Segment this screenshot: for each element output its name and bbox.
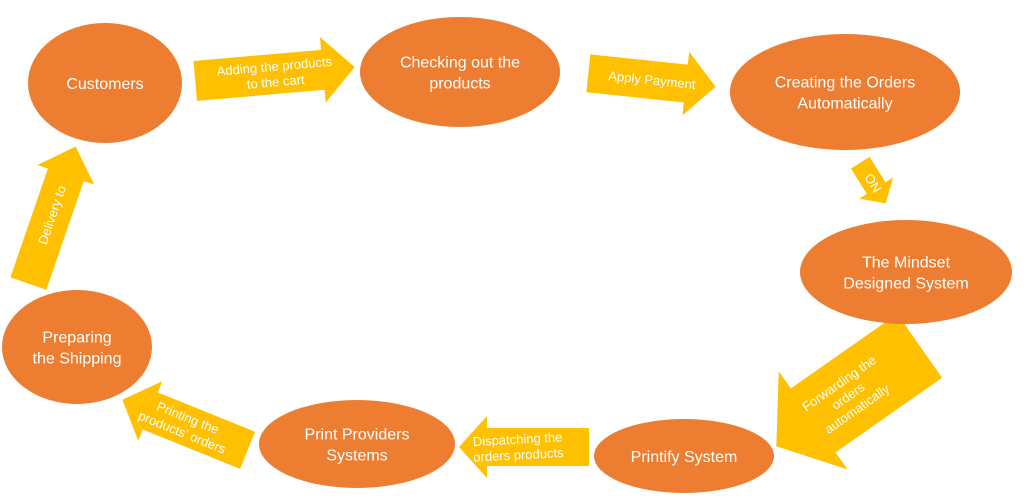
node-label-line: Systems — [326, 448, 387, 465]
node-checkout: Checking out the products — [360, 17, 560, 127]
arrow-mindset-to-printify: Forwarding theordersautomatically — [776, 313, 943, 470]
node-label-line: Designed System — [843, 276, 968, 293]
arrow-shape — [122, 381, 256, 469]
node-label-line: products — [429, 76, 490, 93]
arrow-printify-to-providers: Dispatching theorders products — [459, 416, 589, 478]
arrow-shape — [850, 156, 894, 204]
arrow-providers-to-shipping: Printing theproducts' orders — [122, 381, 256, 469]
node-ellipse — [594, 419, 774, 493]
arrow-shape — [193, 36, 355, 103]
node-ellipse — [800, 220, 1012, 324]
node-label-line: Creating the Orders — [775, 75, 916, 92]
node-label: Preparing the Shipping — [33, 330, 122, 368]
node-label-line: Preparing — [42, 330, 111, 347]
node-ellipse — [2, 290, 152, 404]
arrow-label-line: Dispatching the — [472, 429, 562, 449]
node-ellipse — [730, 34, 960, 150]
node-label-line: the Shipping — [33, 351, 122, 368]
arrow-shipping-to-customers: Delivery to — [10, 146, 95, 290]
node-label-line: Checking out the — [400, 55, 520, 72]
node-customers: Customers — [28, 23, 182, 143]
node-label-line: Automatically — [797, 96, 892, 113]
arrow-label: Dispatching theorders products — [472, 429, 564, 464]
node-label-line: Print Providers — [305, 427, 410, 444]
node-ellipse — [259, 400, 455, 488]
node-label: Customers — [66, 76, 143, 93]
arrow-shape — [459, 416, 589, 478]
arrow-label-line: orders products — [473, 445, 564, 465]
node-label-line: The Mindset — [862, 255, 951, 272]
node-ellipse — [28, 23, 182, 143]
arrow-shape — [586, 51, 716, 116]
arrow-creating-to-mindset: ON — [850, 156, 894, 204]
arrow-checkout-to-creating: Apply Payment — [586, 51, 716, 116]
node-label-line: Customers — [66, 76, 143, 93]
arrow-shape — [776, 313, 943, 470]
node-shipping: Preparing the Shipping — [2, 290, 152, 404]
node-label-line: Printify System — [631, 449, 738, 466]
node-label: Checking out the products — [400, 55, 520, 93]
arrow-shape — [10, 146, 95, 290]
node-printify: Printify System — [594, 419, 774, 493]
node-label: Printify System — [631, 449, 738, 466]
arrow-customers-to-checkout: Adding the productsto the cart — [193, 36, 355, 103]
arrow-label-line: to the cart — [246, 72, 305, 92]
node-ellipse — [360, 17, 560, 127]
